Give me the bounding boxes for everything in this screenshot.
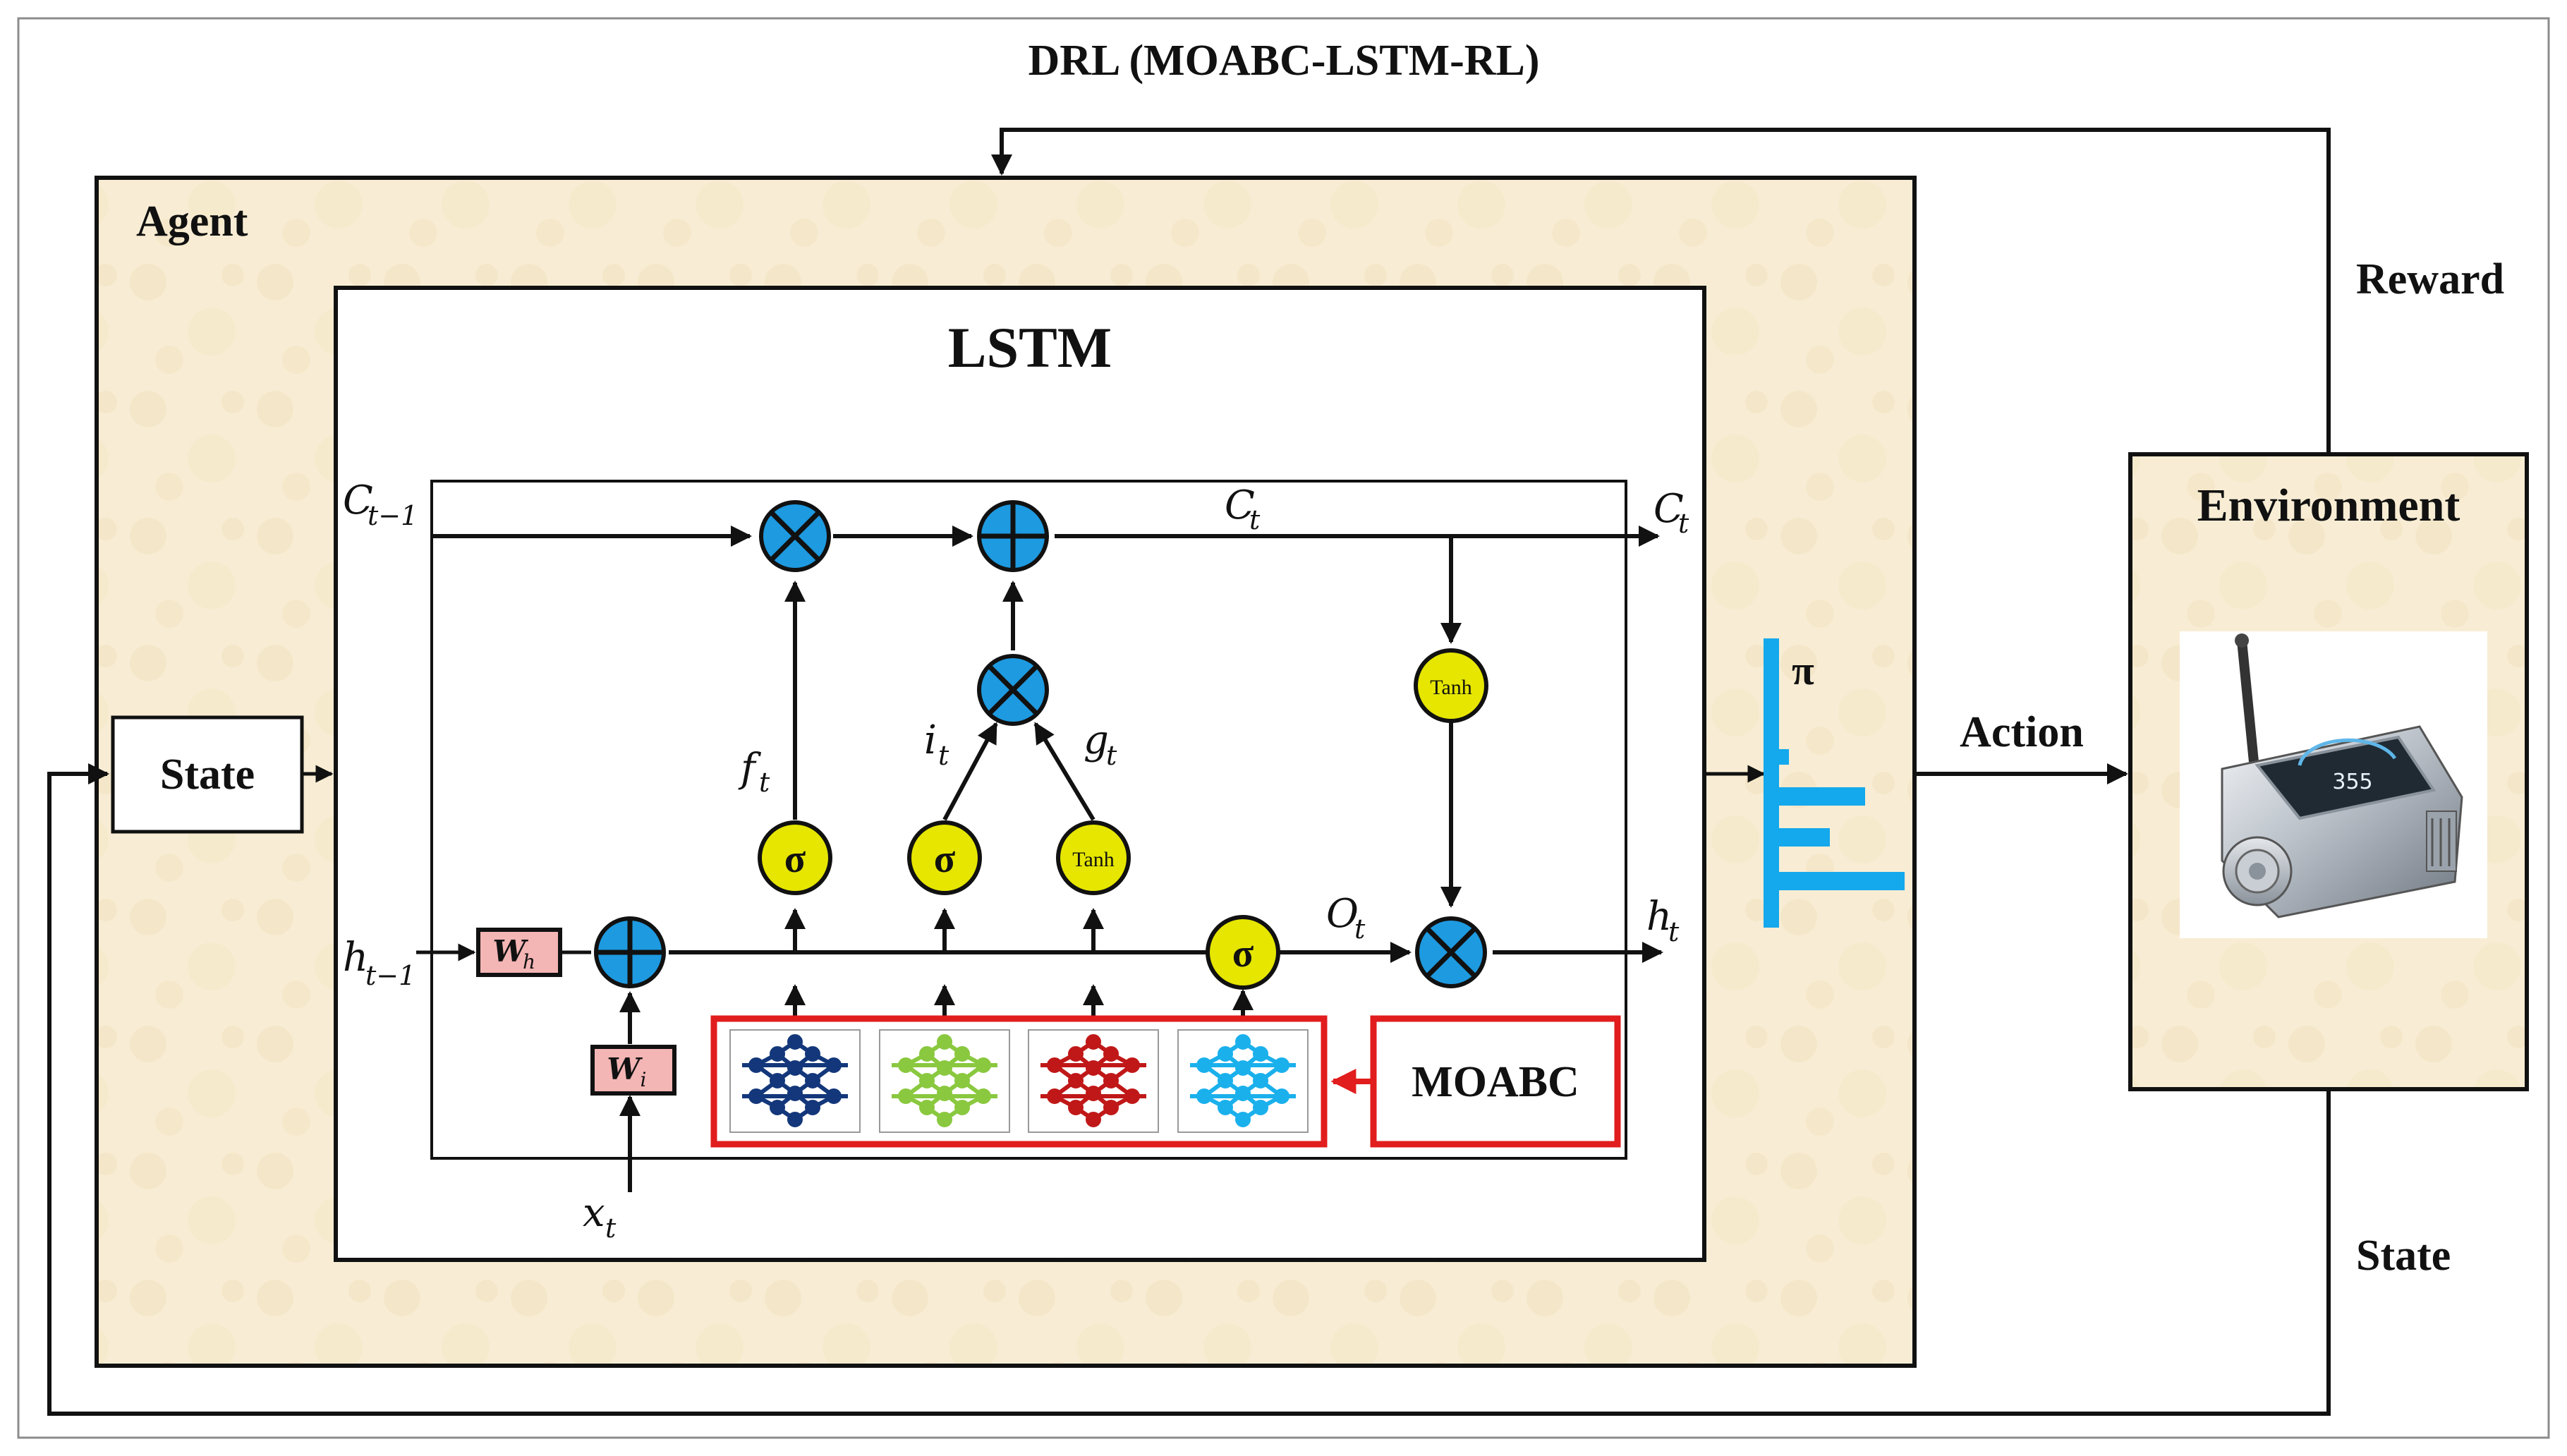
svg-text:h: h [1646,894,1672,940]
state-feedback-label: State [2356,1232,2451,1280]
svg-text:t−1: t−1 [365,960,415,991]
svg-text:x: x [583,1190,605,1236]
svg-text:O: O [1326,891,1359,937]
svg-text:355: 355 [2332,770,2372,794]
svg-text:i: i [641,1068,647,1091]
weight-wi-box: W i [590,1045,676,1096]
state-box-label: State [160,751,255,799]
svg-text:t: t [1678,508,1689,539]
svg-text:σ: σ [784,837,806,881]
c-t-mid-label: C t [1225,483,1261,535]
diagram-title: DRL (MOABC-LSTM-RL) [1028,37,1539,85]
candidate-gate-tanh: Tanh [1056,820,1131,895]
moabc-label: MOABC [1412,1058,1579,1106]
h-t-label: h t [1646,894,1680,947]
lstm-label: LSTM [948,315,1112,380]
h-prev-label: h t−1 [343,935,415,991]
policy-bar [1779,872,1905,890]
svg-text:σ: σ [1232,932,1254,976]
output-multiply-op [1415,916,1487,988]
action-label: Action [1960,708,2084,756]
policy-bar [1779,749,1789,765]
forget-gate-sigma: σ [758,820,832,895]
svg-text:t: t [1106,740,1117,771]
svg-text:Tanh: Tanh [1430,676,1472,699]
weight-wh-box: W h [476,928,562,977]
forget-multiply-op [759,500,831,572]
svg-text:W: W [492,934,528,969]
svg-text:Tanh: Tanh [1072,848,1115,871]
hidden-add-op [594,916,666,988]
policy-bar [1779,787,1865,806]
svg-text:C: C [343,478,373,523]
state-feedback-arrow [47,763,2331,1416]
c-prev-label: C t−1 [343,478,418,531]
g-t-label: g t [1084,717,1117,771]
svg-text:t: t [1354,914,1366,945]
svg-text:t: t [1668,916,1680,947]
svg-text:C: C [1653,486,1684,532]
c-t-out-label: C t [1653,486,1689,539]
svg-text:g: g [1084,717,1109,763]
reward-arrow [991,128,2331,454]
policy-bar [1779,828,1830,847]
svg-text:t−1: t−1 [368,500,418,531]
neural-network-icon [729,1029,861,1133]
policy-axis [1764,638,1779,928]
agent-label: Agent [136,198,248,245]
sensor-device-icon: 355 [2180,631,2487,938]
state-box [111,715,304,834]
input-gate-sigma: σ [907,820,982,895]
svg-text:h: h [343,935,368,981]
i-t-label: i t [924,717,949,771]
neural-network-icon [879,1029,1010,1133]
gt-arrow [1033,722,1096,821]
svg-text:t: t [938,740,949,771]
x-t-label: x t [583,1190,617,1244]
svg-text:t: t [759,767,770,798]
svg-text:σ: σ [934,837,956,881]
policy-distribution: π [1764,638,1905,928]
svg-text:C: C [1225,483,1255,528]
output-gate-sigma: σ [1206,915,1280,990]
cell-add-op [977,500,1049,572]
neural-network-icon [1028,1029,1159,1133]
neural-network-icon [1177,1029,1309,1133]
input-multiply-op [977,654,1049,726]
reward-label: Reward [2356,255,2504,303]
svg-text:t: t [605,1213,617,1244]
o-t-label: O t [1326,891,1366,945]
policy-label: π [1792,648,1814,693]
it-arrow [942,722,998,821]
svg-text:h: h [523,950,535,973]
svg-text:t: t [1249,504,1261,535]
cell-tanh: Tanh [1414,648,1488,723]
environment-label: Environment [2197,480,2460,531]
svg-text:W: W [607,1052,643,1086]
svg-text:i: i [924,717,937,763]
